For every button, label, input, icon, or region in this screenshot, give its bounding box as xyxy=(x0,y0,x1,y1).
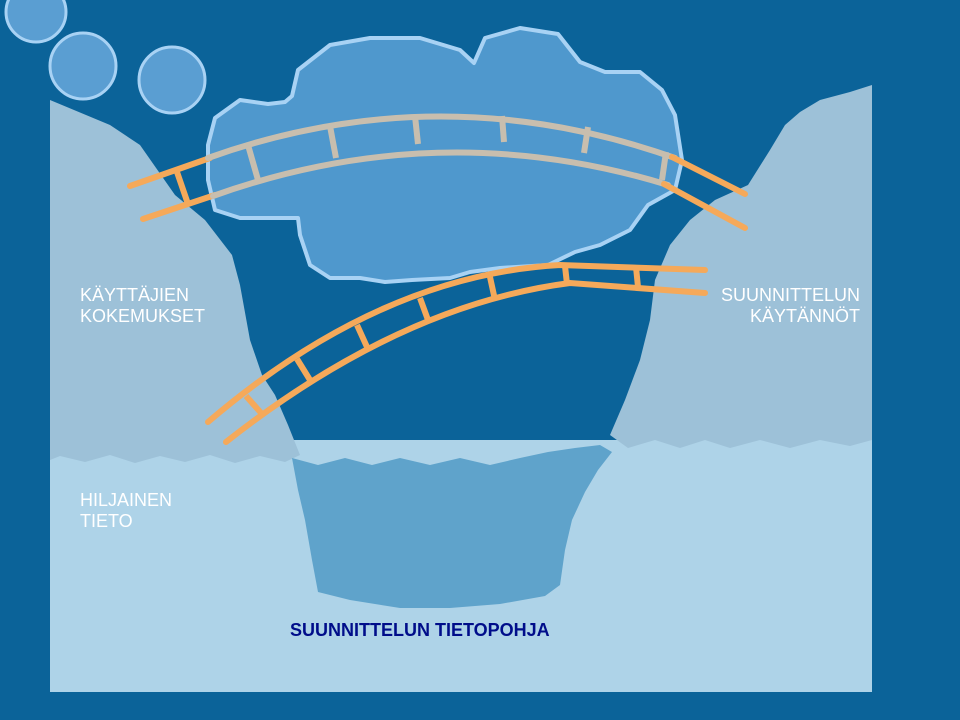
lower-bridge-rung xyxy=(243,394,265,416)
upper-bridge-orange-right-top xyxy=(669,154,748,197)
upper-bridge-rung xyxy=(245,144,261,181)
label-tacit-knowledge-line-1: HILJAINEN xyxy=(80,490,173,510)
upper-bridge-rung xyxy=(327,125,339,159)
upper-bridge-rung xyxy=(659,151,669,181)
right-cliff xyxy=(610,85,872,448)
thought-bubble-3 xyxy=(137,45,207,115)
lower-bridge-rung xyxy=(294,357,313,382)
label-user-experiences-line-1: KÄYTTÄJIEN xyxy=(80,285,190,305)
label-user-experiences: KÄYTTÄJIEN KOKEMUKSET xyxy=(80,285,205,327)
thought-bubble-2 xyxy=(48,31,118,101)
upper-bridge-orange-left-bottom xyxy=(140,192,218,222)
lower-bridge-rail-top xyxy=(205,261,708,425)
label-planning-practices-line-2: KÄYTÄNNÖT xyxy=(749,306,860,326)
upper-bridge-rung-left xyxy=(174,171,191,205)
lower-bridge xyxy=(205,261,708,445)
label-knowledge-base: SUUNNITTELUN TIETOPOHJA xyxy=(290,620,550,640)
upper-bridge-rail-bottom xyxy=(210,149,671,199)
label-tacit-knowledge: HILJAINEN TIETO xyxy=(80,490,172,532)
label-planning-practices: SUUNNITTELUN KÄYTÄNNÖT xyxy=(700,285,860,327)
lower-bridge-rung xyxy=(487,276,498,301)
upper-bridge-rung xyxy=(581,126,591,154)
left-cliff xyxy=(50,100,300,463)
lower-bridge-rung xyxy=(562,265,570,285)
upper-bridge-orange-right-bottom xyxy=(661,181,748,231)
lower-bridge-rail-bottom xyxy=(223,279,708,445)
upper-bridge-rail-top xyxy=(205,113,678,161)
upper-bridge-rung xyxy=(499,115,507,143)
label-tacit-knowledge-line-2: TIETO xyxy=(80,511,133,531)
upper-bridge-rung xyxy=(412,115,421,145)
lower-bridge-rung xyxy=(417,296,431,322)
label-user-experiences-line-2: KOKEMUKSET xyxy=(80,306,206,326)
lower-bridge-rung xyxy=(354,323,370,349)
lower-bridge-rung xyxy=(633,266,641,288)
upper-bridge-orange-left-top xyxy=(127,155,213,189)
label-planning-practices-line-1: SUUNNITTELUN xyxy=(720,285,860,305)
thought-bubble-1 xyxy=(4,0,68,44)
upper-bridge xyxy=(127,113,748,231)
chasm-water xyxy=(292,445,612,608)
